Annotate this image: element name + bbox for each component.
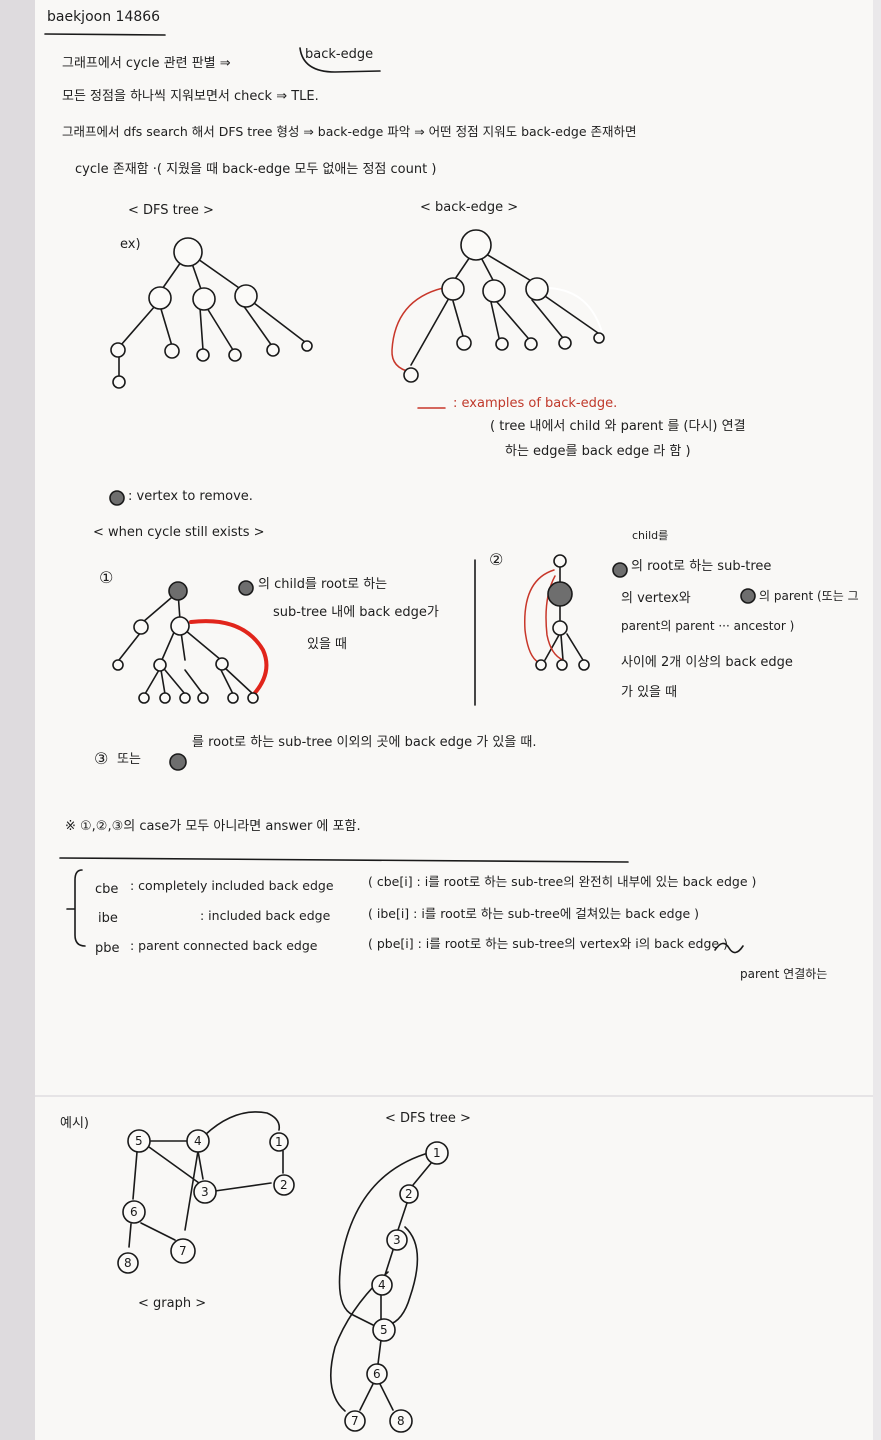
note-page-2: 5 4 1 2 3 6 7 8: [35, 1097, 873, 1440]
graph-node-8: 8: [124, 1256, 132, 1270]
case2-line-2b: 의 parent (또는 그: [759, 589, 859, 603]
case2-line-4: 사이에 2개 이상의 back edge: [621, 655, 793, 670]
hatched-node-inline-c1: [238, 580, 254, 596]
definition-bracket: [66, 869, 86, 947]
case1-line-3: 있을 때: [307, 637, 348, 652]
note-page-1: baekjoon 14866 그래프에서 cycle 관련 판별 ⇒ back-…: [35, 0, 873, 1095]
back-edge-sketch: [391, 229, 605, 383]
dfs-node-7: 7: [351, 1414, 359, 1428]
dfs-node-8: 8: [397, 1414, 405, 1428]
note-line-1: 그래프에서 cycle 관련 판별 ⇒: [62, 56, 231, 71]
case1-line-2: sub-tree 내에 back edge가: [273, 605, 439, 620]
case2-line-5: 가 있을 때: [621, 685, 678, 700]
graph-node-4: 4: [194, 1134, 202, 1148]
pbe-insert-mark: [714, 942, 744, 954]
cbe-detail: ( cbe[i] : i를 root로 하는 sub-tree의 완전히 내부에…: [368, 874, 757, 889]
page-title: baekjoon 14866: [47, 9, 161, 25]
dfs-tree-sketch: [110, 237, 313, 389]
graph-node-1: 1: [275, 1135, 283, 1149]
explain-line-2: 하는 edge를 back edge 라 함 ): [505, 444, 691, 459]
graph-node-6: 6: [130, 1205, 138, 1219]
right-margin: [873, 0, 881, 1440]
graph-node-7: 7: [179, 1244, 187, 1258]
case2-child-note: child를: [632, 529, 669, 542]
example-graph: 5 4 1 2 3 6 7 8: [117, 1111, 295, 1274]
graph-node-2: 2: [280, 1178, 288, 1192]
note-line-2: 모든 정점을 하나씩 지워보면서 check ⇒ TLE.: [62, 89, 319, 104]
ibe-name: ibe: [98, 911, 118, 926]
pbe-name: pbe: [95, 941, 120, 956]
explain-line-1: ( tree 내에서 child 와 parent 를 (다시) 연결: [490, 419, 746, 434]
left-margin: [0, 0, 35, 1440]
answer-note: ※ ①,②,③의 case가 모두 아니라면 answer 에 포함.: [65, 819, 361, 834]
hatched-node-inline-c3: [169, 753, 187, 771]
dfs-tree-label: < DFS tree >: [128, 203, 214, 218]
dfs-tree-caption: < DFS tree >: [385, 1111, 471, 1126]
page1-drawings: [44, 33, 756, 954]
dfs-node-5: 5: [380, 1323, 388, 1337]
pbe-detail: ( pbe[i] : i를 root로 하는 sub-tree의 vertex와…: [368, 936, 728, 951]
hatched-node-legend: [109, 490, 125, 506]
note-line-4: cycle 존재함 ·( 지웠을 때 back-edge 모두 없애는 정점 c…: [75, 162, 437, 177]
back-edge-keyword: back-edge: [305, 47, 374, 62]
case1-number: ①: [99, 568, 114, 587]
back-edge-label: < back-edge >: [420, 200, 519, 215]
page-separator: [35, 1095, 873, 1097]
case2-number: ②: [489, 550, 504, 569]
legend-text: : vertex to remove.: [128, 489, 253, 504]
cbe-name: cbe: [95, 882, 119, 897]
graph-node-3: 3: [201, 1185, 209, 1199]
case2-sketch: [524, 554, 590, 671]
case3-number: ③: [94, 749, 109, 768]
examples-caption: : examples of back-edge.: [453, 396, 618, 411]
back-edge-bracket: [299, 47, 381, 73]
cases-title: < when cycle still exists >: [93, 525, 265, 540]
ibe-desc: : included back edge: [200, 908, 331, 923]
hatched-node-inline-c2a: [612, 562, 628, 578]
hatched-node-inline-c2b: [740, 588, 756, 604]
page2-drawings: 5 4 1 2 3 6 7 8: [117, 1111, 449, 1433]
dfs-node-4: 4: [378, 1278, 386, 1292]
case1-sketch: [112, 581, 269, 704]
pbe-note: parent 연결하는: [740, 967, 828, 981]
graph-caption: < graph >: [138, 1296, 207, 1311]
dfs-node-2: 2: [405, 1187, 413, 1201]
pbe-desc: : parent connected back edge: [130, 938, 318, 953]
title-underline: [44, 33, 166, 36]
case2-line-3: parent의 parent ··· ancestor ): [621, 619, 795, 633]
ibe-detail: ( ibe[i] : i를 root로 하는 sub-tree에 걸쳐있는 ba…: [368, 906, 700, 921]
case3-prefix: 또는: [117, 752, 141, 767]
case3-line: 를 root로 하는 sub-tree 이외의 곳에 back edge 가 있…: [192, 735, 537, 750]
dfs-node-6: 6: [373, 1367, 381, 1381]
ex-label: ex): [120, 237, 141, 252]
example-label: 예시): [60, 1116, 89, 1131]
dfs-node-3: 3: [393, 1233, 401, 1247]
section-divider: [59, 857, 629, 863]
case1-line-1: 의 child를 root로 하는: [258, 577, 388, 592]
example-dfs-tree: 1 2 3 4 5 6 7 8: [329, 1141, 449, 1433]
case2-line-1: 의 root로 하는 sub-tree: [631, 559, 772, 574]
case2-line-2a: 의 vertex와: [621, 591, 691, 606]
cbe-desc: : completely included back edge: [130, 878, 334, 893]
graph-node-5: 5: [135, 1134, 143, 1148]
dfs-node-1: 1: [433, 1146, 441, 1160]
note-line-3: 그래프에서 dfs search 해서 DFS tree 형성 ⇒ back-e…: [62, 124, 637, 139]
